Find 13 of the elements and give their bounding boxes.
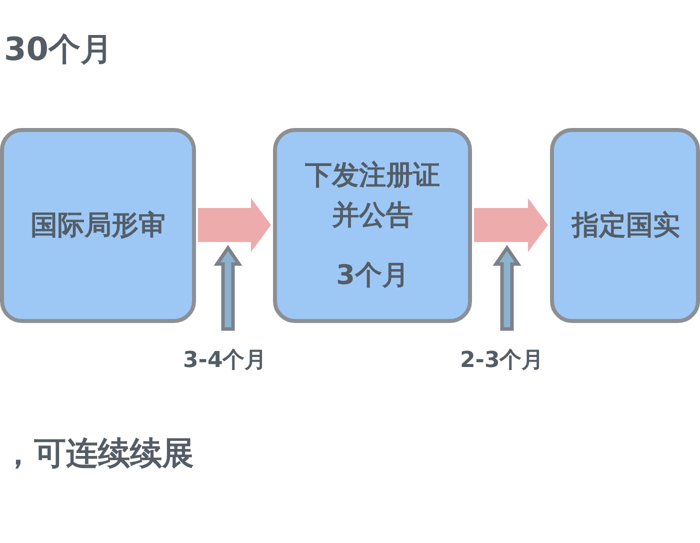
- duration-label: 3-4个月: [183, 347, 267, 375]
- duration-label: 2-3个月: [460, 347, 544, 375]
- process-box: [0, 128, 196, 323]
- block-arrow: [474, 198, 548, 252]
- box-title: 下发注册证并公告: [304, 158, 441, 232]
- process-box: [550, 128, 700, 323]
- box-title: 国际局形审: [30, 208, 166, 242]
- note-text: ，可连续续展: [2, 433, 194, 474]
- block-arrow: [198, 198, 271, 252]
- title: 30个月: [4, 29, 113, 70]
- duration-text: 3个月: [336, 258, 409, 292]
- box-title: 指定国实: [572, 208, 680, 242]
- process-box: [273, 128, 472, 323]
